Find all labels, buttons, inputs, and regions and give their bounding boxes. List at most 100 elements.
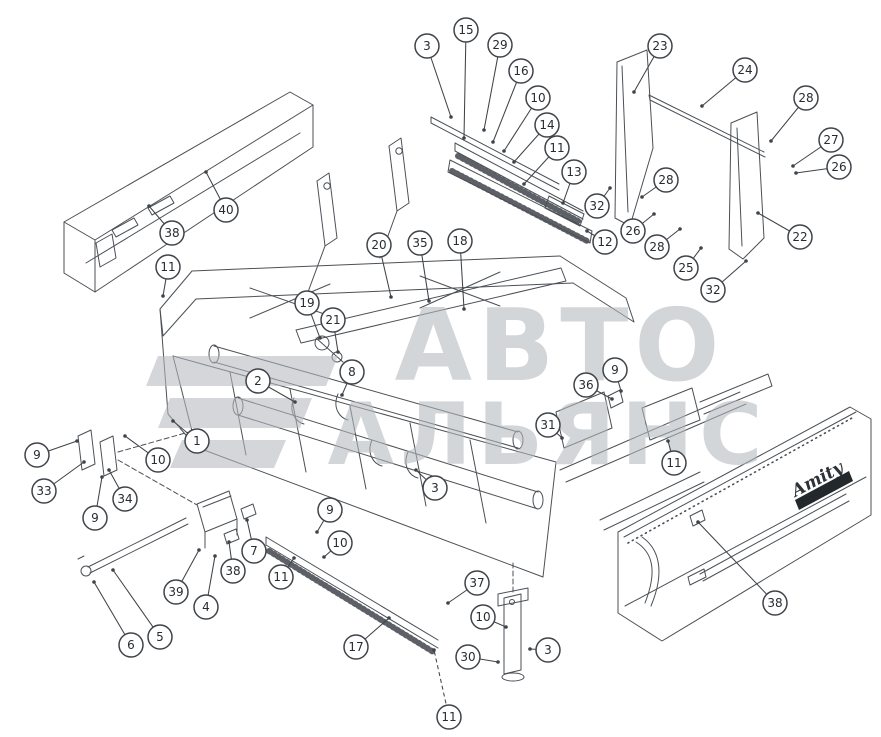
watermark-line1: АВТО xyxy=(395,287,726,404)
callout-number: 10 xyxy=(475,610,490,624)
hitch-masts xyxy=(307,137,410,293)
callout-balloon xyxy=(793,85,819,111)
callout-number: 9 xyxy=(326,503,334,517)
callout-number: 2 xyxy=(254,374,262,388)
callout-balloon xyxy=(447,228,473,254)
callout-number: 36 xyxy=(578,378,593,392)
callout-number: 19 xyxy=(299,296,314,310)
leader-endpoint xyxy=(528,647,532,651)
callout-number: 21 xyxy=(325,313,340,327)
callout-balloon xyxy=(561,159,587,185)
callout-25: 25 xyxy=(673,246,703,281)
callout-number: 32 xyxy=(589,199,604,213)
leader-endpoint xyxy=(197,548,201,552)
callout-2: 2 xyxy=(245,368,297,404)
callout-number: 9 xyxy=(611,363,619,377)
callout-1: 1 xyxy=(171,419,210,454)
callout-number: 38 xyxy=(164,226,179,240)
callout-9: 9 xyxy=(602,357,628,393)
callout-6: 6 xyxy=(92,580,144,658)
top-harrow-bars xyxy=(430,116,593,245)
leader-endpoint xyxy=(462,136,466,140)
callout-18: 18 xyxy=(447,228,473,311)
callout-20: 20 xyxy=(366,232,393,299)
callout-10: 10 xyxy=(322,530,353,559)
callout-balloon xyxy=(455,644,481,670)
callout-number: 11 xyxy=(441,710,456,724)
callout-balloon xyxy=(163,579,189,605)
callout-number: 10 xyxy=(150,453,165,467)
leader-line xyxy=(433,649,450,718)
callout-balloon xyxy=(644,234,670,260)
leader-endpoint xyxy=(432,648,436,652)
callout-balloon xyxy=(118,632,144,658)
callout-number: 13 xyxy=(566,165,581,179)
callout-17: 17 xyxy=(343,616,391,660)
callout-number: 29 xyxy=(492,38,507,52)
callout-number: 16 xyxy=(513,64,528,78)
callout-balloon xyxy=(470,604,496,630)
leader-endpoint xyxy=(632,90,636,94)
callout-balloon xyxy=(193,594,219,620)
leader-endpoint xyxy=(522,182,526,186)
leader-endpoint xyxy=(756,211,760,215)
leader-line xyxy=(463,29,467,139)
leader-endpoint xyxy=(640,195,644,199)
callout-26: 26 xyxy=(794,154,852,180)
callout-balloon xyxy=(31,478,57,504)
callout-balloon xyxy=(534,112,560,138)
callout-balloon xyxy=(487,32,513,58)
callout-balloon xyxy=(508,58,534,84)
leader-endpoint xyxy=(123,434,127,438)
callout-balloon xyxy=(24,442,50,468)
callout-balloon xyxy=(573,372,599,398)
callout-balloon xyxy=(343,634,369,660)
callout-32: 32 xyxy=(700,259,748,303)
callout-number: 23 xyxy=(652,39,667,53)
callout-21: 21 xyxy=(320,307,346,354)
leader-endpoint xyxy=(652,212,656,216)
callout-balloon xyxy=(112,486,138,512)
callout-balloon xyxy=(241,538,267,564)
leader-endpoint xyxy=(111,568,115,572)
callout-number: 20 xyxy=(371,238,386,252)
callout-38: 38 xyxy=(147,204,185,246)
leader-endpoint xyxy=(92,580,96,584)
callout-number: 3 xyxy=(423,39,431,53)
callout-number: 8 xyxy=(348,365,356,379)
callout-layer: 3152916101411232428272613322826282522321… xyxy=(24,17,852,730)
callout-number: 10 xyxy=(530,91,545,105)
leader-endpoint xyxy=(504,625,508,629)
callout-number: 31 xyxy=(540,418,555,432)
callout-number: 9 xyxy=(33,448,41,462)
callout-number: 10 xyxy=(332,536,347,550)
callout-37: 37 xyxy=(446,570,490,605)
callout-14: 14 xyxy=(512,112,560,164)
callout-balloon xyxy=(147,624,173,650)
leader-endpoint xyxy=(387,616,391,620)
callout-balloon xyxy=(339,359,365,385)
callout-11: 11 xyxy=(155,254,181,298)
callout-29: 29 xyxy=(482,32,513,132)
leader-endpoint xyxy=(791,164,795,168)
callout-number: 18 xyxy=(452,234,467,248)
callout-number: 6 xyxy=(127,638,135,652)
callout-balloon xyxy=(320,307,346,333)
leader-endpoint xyxy=(245,518,249,522)
callout-number: 37 xyxy=(469,576,484,590)
callout-balloon xyxy=(762,590,788,616)
callout-balloon xyxy=(366,232,392,258)
leader-line xyxy=(112,569,161,638)
callout-number: 11 xyxy=(549,141,564,155)
callout-balloon xyxy=(602,357,628,383)
callout-balloon xyxy=(673,255,699,281)
callout-balloon xyxy=(464,570,490,596)
callout-33: 33 xyxy=(31,460,86,504)
callout-3: 3 xyxy=(414,33,453,119)
callout-balloon xyxy=(647,33,673,59)
leader-endpoint xyxy=(512,160,516,164)
leader-endpoint xyxy=(414,468,418,472)
callout-10: 10 xyxy=(123,434,171,473)
callout-9: 9 xyxy=(82,475,108,531)
right-side-assembly xyxy=(555,373,773,531)
